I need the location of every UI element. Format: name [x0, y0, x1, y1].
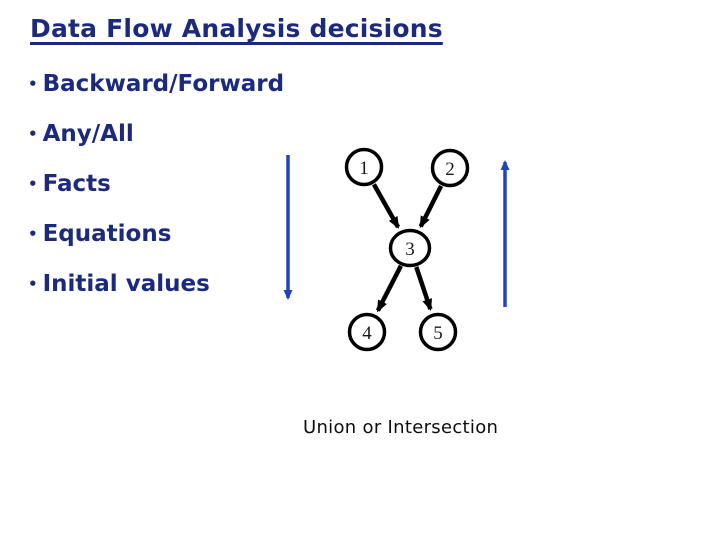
bullet-label: Any/All [42, 121, 134, 147]
bullet-dot-icon: • [28, 274, 38, 293]
edge-3-4 [375, 264, 403, 313]
bullet-label: Backward/Forward [42, 71, 285, 97]
bullet-label: Equations [42, 221, 172, 247]
bullet-dot-icon: • [28, 224, 38, 243]
bullet-item-any-all: • Any/All [28, 109, 284, 159]
node-label: 5 [433, 323, 443, 344]
bullet-item-facts: • Facts [28, 159, 284, 209]
page-title: Data Flow Analysis decisions [30, 14, 443, 43]
bullet-item-initial-values: • Initial values [28, 259, 284, 309]
graph-node-4: 4 [347, 312, 387, 352]
bullet-label: Facts [42, 171, 111, 197]
bullet-dot-icon: • [28, 124, 38, 143]
edge-3-5 [414, 266, 433, 312]
bullet-dot-icon: • [28, 74, 38, 93]
node-label: 4 [362, 323, 372, 344]
node-label: 3 [405, 239, 415, 260]
flow-diagram: 1 2 3 4 5 [283, 147, 510, 352]
bullet-label: Initial values [42, 271, 210, 297]
edge-1-3 [371, 183, 401, 229]
graph-node-3: 3 [388, 228, 432, 268]
graph-node-1: 1 [344, 147, 384, 187]
bullet-dot-icon: • [28, 174, 38, 193]
edge-2-3 [418, 184, 444, 229]
node-label: 2 [445, 159, 455, 180]
node-label: 1 [359, 158, 369, 179]
graph-node-2: 2 [430, 148, 470, 188]
bullet-list: • Backward/Forward • Any/All • Facts • E… [28, 59, 284, 309]
graph-node-5: 5 [418, 312, 458, 352]
bullet-item-equations: • Equations [28, 209, 284, 259]
union-intersection-caption: Union or Intersection [303, 417, 499, 438]
bullet-item-backward-forward: • Backward/Forward [28, 59, 284, 109]
